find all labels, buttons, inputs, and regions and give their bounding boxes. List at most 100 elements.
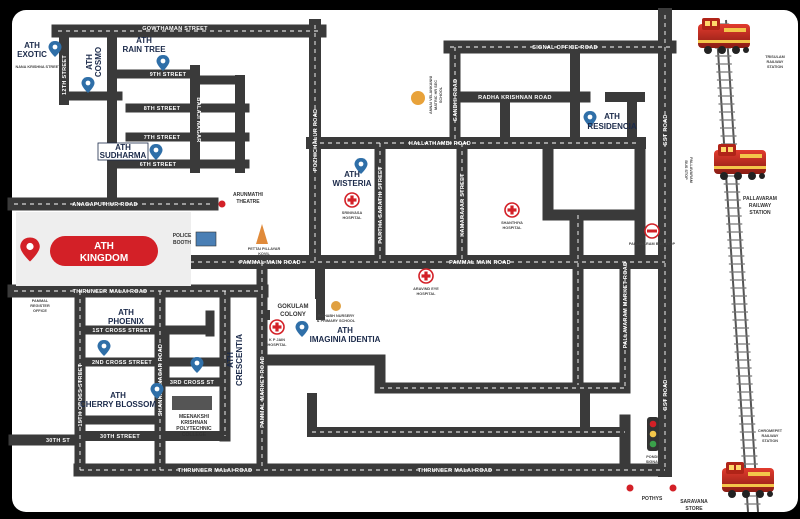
pallavaram-st-1: PALLAVARAM <box>743 196 777 202</box>
marker-ath-cosmo[interactable]: ATH COSMO <box>81 47 104 93</box>
road-markings <box>14 15 670 471</box>
school-icon <box>331 301 341 311</box>
rishabh-2: & PRIMARY SCHOOL <box>317 319 356 323</box>
road-pammal-main-2: PAMMAL MAIN ROAD <box>449 260 511 266</box>
srinivasa-1: SRINIVASA <box>342 211 363 215</box>
raintree-label-1: ATH <box>136 36 152 45</box>
college-building-icon <box>172 396 212 410</box>
road-partha-sarathi: PARTHA SARATHI STREET <box>378 166 384 244</box>
road-8th: 8TH STREET <box>144 106 181 112</box>
landmark-arunmathi[interactable]: ARUNMATHI THEATRE <box>218 192 264 208</box>
chrompet-1: CHROMEPET <box>758 429 783 433</box>
landmark-police-booth[interactable]: POLICE BOOTH <box>173 231 217 247</box>
phoenix-label-2: PHOENIX <box>108 317 145 326</box>
road-15th-cross: 15TH CROSS STREET <box>78 363 84 426</box>
marker-ath-rain-tree[interactable]: ATH RAIN TREE <box>122 36 170 71</box>
landmark-pettai-pillayar[interactable]: PETTAI PILLAYAR KOVIL <box>248 224 281 256</box>
location-dot-icon <box>218 200 226 208</box>
landmark-saravana[interactable]: SARAVANA STORE <box>669 484 709 513</box>
cherry-label-2: CHERRY BLOSSOM <box>80 400 156 409</box>
saravana-1: SARAVANA <box>680 499 708 505</box>
landmark-srinivasa[interactable]: SRINIVASA HOSPITAL <box>342 192 363 220</box>
chrompet-3: STATION <box>762 439 778 443</box>
meenakshi-3: POLYTECHNIC <box>176 426 212 432</box>
arunmathi-1: ARUNMATHI <box>233 192 264 198</box>
imaginia-label-2: IMAGINIA IDENTIA <box>310 335 381 344</box>
annai-2: MATRIC HR SEC <box>434 80 438 110</box>
road-pammal-main-1: PAMMAL MAIN ROAD <box>239 260 301 266</box>
road-shankar-nagar: SHANKAR NAGAR ROAD <box>158 344 164 416</box>
station-trisulam[interactable]: TRISULAM RAILWAY STATION <box>698 18 785 69</box>
landmark-pothys[interactable]: POTHYS <box>626 484 663 503</box>
ath-kingdom-plot[interactable]: ATH KINGDOM <box>16 212 191 286</box>
wisteria-label-1: ATH <box>344 170 360 179</box>
landmark-kpjain[interactable]: K P JAIN HOSPITAL <box>268 319 288 347</box>
road-balaji-nagar: BALAJI NAGAR <box>195 97 201 142</box>
landmark-rishabh[interactable]: RISHABH NURSERY & PRIMARY SCHOOL <box>317 301 356 323</box>
cosmo-label-1: ATH <box>85 54 94 70</box>
marker-ath-sudharma[interactable]: ATH SUDHARMA <box>97 142 163 161</box>
exotic-label-1: ATH <box>24 41 40 50</box>
landmark-gokulam[interactable]: GOKULAM COLONY <box>270 299 316 321</box>
kingdom-label-1: ATH <box>94 241 114 252</box>
road-labels: GOWTHAMAN STREET SIGNAL OFFICE ROAD RADH… <box>15 26 669 474</box>
police-booth-icon <box>195 231 217 247</box>
saravana-2: STORE <box>685 506 703 512</box>
hospital-icon <box>344 192 360 208</box>
road-anagaputhur: ANAGAPUTHUR ROAD <box>72 202 138 208</box>
road-2nd-cross: 2ND CROSS STREET <box>92 360 152 366</box>
location-dot-icon <box>669 484 677 492</box>
hospital-icon <box>269 319 285 335</box>
pettai-2: KOVIL <box>258 252 270 256</box>
marker-ath-phoenix[interactable]: ATH PHOENIX <box>97 308 145 356</box>
pettai-1: PETTAI PILLAYAR <box>248 247 281 251</box>
crescentia-label-2: CRESCENTIA <box>235 334 244 386</box>
aravind-2: HOSPITAL <box>417 292 437 296</box>
road-pallavaram-market: PALLAVARAM MARKET ROAD <box>623 262 629 349</box>
meenakshi-4: COLLEGE <box>182 432 207 438</box>
residencia-label-2: RESIDENCIA <box>587 122 637 131</box>
imaginia-label-1: ATH <box>337 326 353 335</box>
marker-ath-residencia[interactable]: ATH RESIDENCIA <box>583 111 637 131</box>
marker-ath-cherry-blossom[interactable]: ATH CHERRY BLOSSOM <box>80 383 164 409</box>
road-12th: 12TH STREET <box>62 55 68 95</box>
ponds-1: PONDS <box>646 455 660 459</box>
pallavaram-st-2: RAILWAY <box>749 203 772 209</box>
landmark-annai[interactable]: ANNAI VELANKANNI MATRIC HR SEC SCHOOL <box>411 76 443 114</box>
landmark-pammal-registrar[interactable]: PAMMAL REGISTER OFFICE <box>30 299 50 313</box>
srinivasa-2: HOSPITAL <box>343 216 363 220</box>
bus-stop-label: PALLAVARAM BUS STOP <box>629 242 676 246</box>
marker-ath-imaginia-identia[interactable]: ATH IMAGINIA IDENTIA <box>295 321 381 344</box>
registrar-1: PAMMAL <box>32 299 49 303</box>
road-1st-cross: 1ST CROSS STREET <box>92 328 152 334</box>
pallavaram-st-3: STATION <box>749 210 771 216</box>
chrompet-2: RAILWAY <box>762 434 779 438</box>
landmark-pallavaram-bus-stop[interactable]: PALLAVARAM BUS STOP PALLAVARAM BUS STOP <box>629 157 693 246</box>
school-icon <box>411 91 425 105</box>
marker-ath-wisteria[interactable]: ATH WISTERIA <box>332 158 372 188</box>
registrar-2: REGISTER <box>30 304 50 308</box>
marker-ath-exotic[interactable]: ATH EXOTIC <box>17 41 62 59</box>
station-chrompet[interactable]: CHROMEPET RAILWAY STATION <box>722 429 783 498</box>
road-7th: 7TH STREET <box>144 135 181 141</box>
kingdom-label-2: KINGDOM <box>80 253 128 264</box>
road-gst-2: GST ROAD <box>663 379 669 410</box>
arunmathi-2: THEATRE <box>236 199 260 205</box>
road-gst-1: GST ROAD <box>663 114 669 145</box>
landmark-ponds-signal[interactable]: PONDS SIGNAL <box>646 417 661 464</box>
landmark-meenakshi[interactable]: MEENAKSHI KRISHNAN POLYTECHNIC COLLEGE <box>172 396 212 438</box>
station-pallavaram[interactable]: PALLAVARAM RAILWAY STATION <box>714 144 777 216</box>
project-markers: ATH EXOTIC ATH COSMO ATH RAIN TREE ATH S… <box>17 36 637 409</box>
police-2: BOOTH <box>173 240 191 246</box>
wisteria-label-2: WISTERIA <box>332 179 371 188</box>
road-thiruneer-2: THIRUNEER MALAI ROAD <box>178 468 253 474</box>
sudharma-label-2: SUDHARMA <box>100 151 147 160</box>
police-1: POLICE <box>173 233 192 239</box>
landmark-aravind[interactable]: ARAVIND EYE HOSPITAL <box>413 268 439 296</box>
shanthiya-1: SHANTHIYA <box>501 221 523 225</box>
road-radha-krishnan: RADHA KRISHNAN ROAD <box>478 95 552 101</box>
marker-ath-crescentia[interactable]: ATH CRESCENTIA <box>190 334 245 386</box>
ponds-2: SIGNAL <box>646 460 661 464</box>
landmark-shanthiya[interactable]: SHANTHIYA HOSPITAL <box>501 202 523 230</box>
